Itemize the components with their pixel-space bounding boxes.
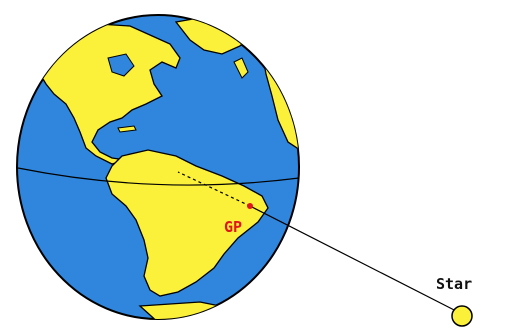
gp-label: GP: [224, 218, 242, 236]
antarctica: [140, 302, 240, 324]
gp-marker: [247, 203, 253, 209]
star-sight-line-outside: [250, 206, 462, 314]
star-label: Star: [436, 275, 472, 293]
star-icon: [452, 306, 472, 326]
